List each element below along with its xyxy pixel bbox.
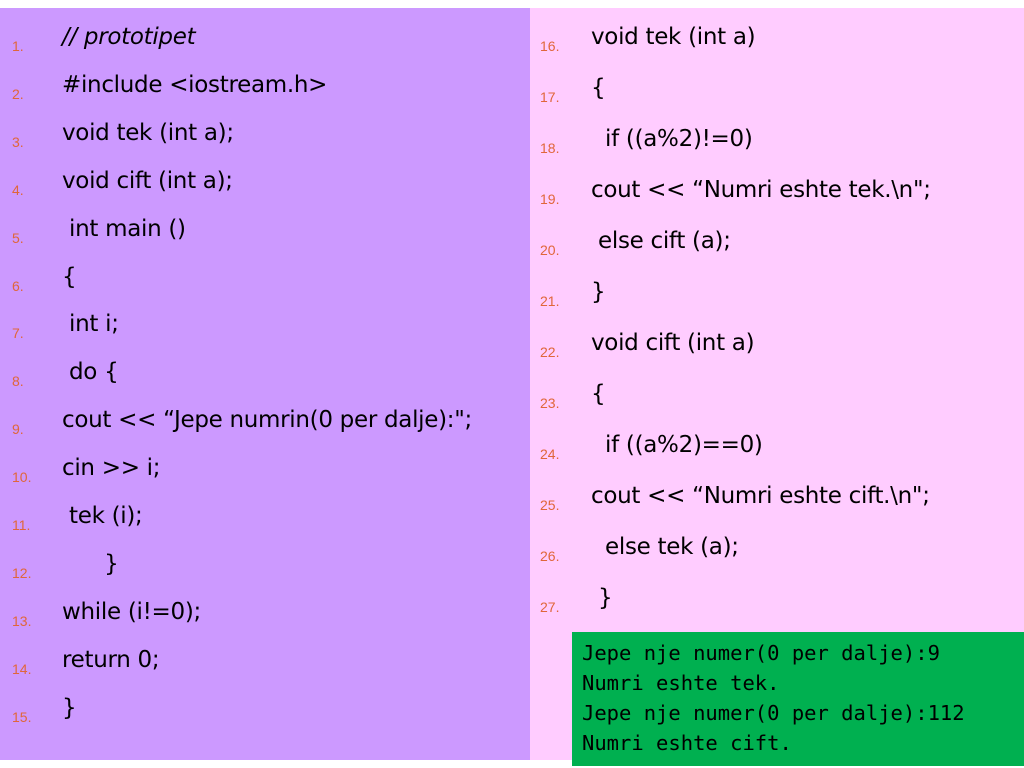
code-line-text: return 0; [62, 646, 160, 673]
line-number: 6. [12, 277, 24, 294]
console-line: Jepe nje numer(0 per dalje):112 [582, 701, 965, 725]
code-line-text: } [591, 279, 606, 305]
code-line-text: else cift (a); [591, 228, 731, 254]
console-line: Numri eshte cift. [582, 731, 792, 755]
line-number: 24. [540, 446, 560, 462]
code-line-text: cin >> i; [62, 455, 161, 482]
line-number: 19. [540, 191, 560, 207]
code-line-text: while (i!=0); [62, 598, 201, 625]
code-line-text: int main () [62, 215, 186, 242]
line-number: 4. [12, 181, 24, 198]
line-number: 3. [12, 133, 24, 150]
code-line-text: { [62, 263, 77, 290]
code-line-text: cout << “Numri eshte cift.\n"; [591, 483, 930, 509]
code-line-text: if ((a%2)!=0) [591, 126, 753, 152]
line-number: 12. [12, 564, 32, 581]
line-number: 9. [12, 421, 24, 438]
line-number: 17. [540, 89, 560, 105]
code-line-text: } [62, 550, 119, 577]
code-line-text: cout << “Numri eshte tek.\n"; [591, 177, 931, 203]
line-number: 27. [540, 599, 560, 615]
console-line: Numri eshte tek. [582, 671, 780, 695]
code-line-text: void cift (int a) [591, 330, 755, 356]
line-number: 15. [12, 708, 32, 725]
code-line-text: void tek (int a) [591, 24, 756, 50]
code-line-text: // prototipet [62, 24, 196, 50]
line-number: 7. [12, 325, 24, 342]
line-number: 2. [12, 85, 24, 102]
code-line-text: } [62, 694, 77, 721]
line-number: 20. [540, 242, 560, 258]
code-line-text: { [591, 381, 606, 407]
code-line-text: tek (i); [62, 503, 143, 529]
console-line: Jepe nje numer(0 per dalje):9 [582, 641, 940, 665]
line-number: 25. [540, 497, 560, 513]
code-line-text: void tek (int a); [62, 119, 234, 146]
left-code-panel [0, 8, 530, 760]
line-number: 18. [540, 140, 560, 156]
code-line-text: { [591, 75, 606, 101]
code-line-text: else tek (a); [591, 534, 739, 560]
line-number: 26. [540, 548, 560, 564]
line-number: 5. [12, 229, 24, 246]
line-number: 22. [540, 344, 560, 360]
code-line-text: int i; [62, 311, 119, 338]
line-number: 11. [12, 517, 31, 533]
code-line-text: cout << “Jepe numrin(0 per dalje):"; [62, 407, 472, 434]
code-line-text: #include <iostream.h> [62, 71, 328, 98]
line-number: 14. [12, 660, 32, 677]
line-number: 10. [12, 469, 32, 486]
line-number: 21. [540, 293, 560, 309]
code-line-text: do { [62, 359, 119, 386]
line-number: 8. [12, 373, 24, 390]
line-number: 1. [12, 38, 24, 54]
console-output: Jepe nje numer(0 per dalje):9 Numri esht… [572, 632, 1024, 766]
line-number: 23. [540, 395, 560, 411]
code-line-text: void cift (int a); [62, 167, 233, 194]
code-line-text: if ((a%2)==0) [591, 432, 763, 458]
line-number: 16. [540, 38, 560, 54]
code-line-text: } [591, 585, 613, 611]
line-number: 13. [12, 612, 32, 629]
